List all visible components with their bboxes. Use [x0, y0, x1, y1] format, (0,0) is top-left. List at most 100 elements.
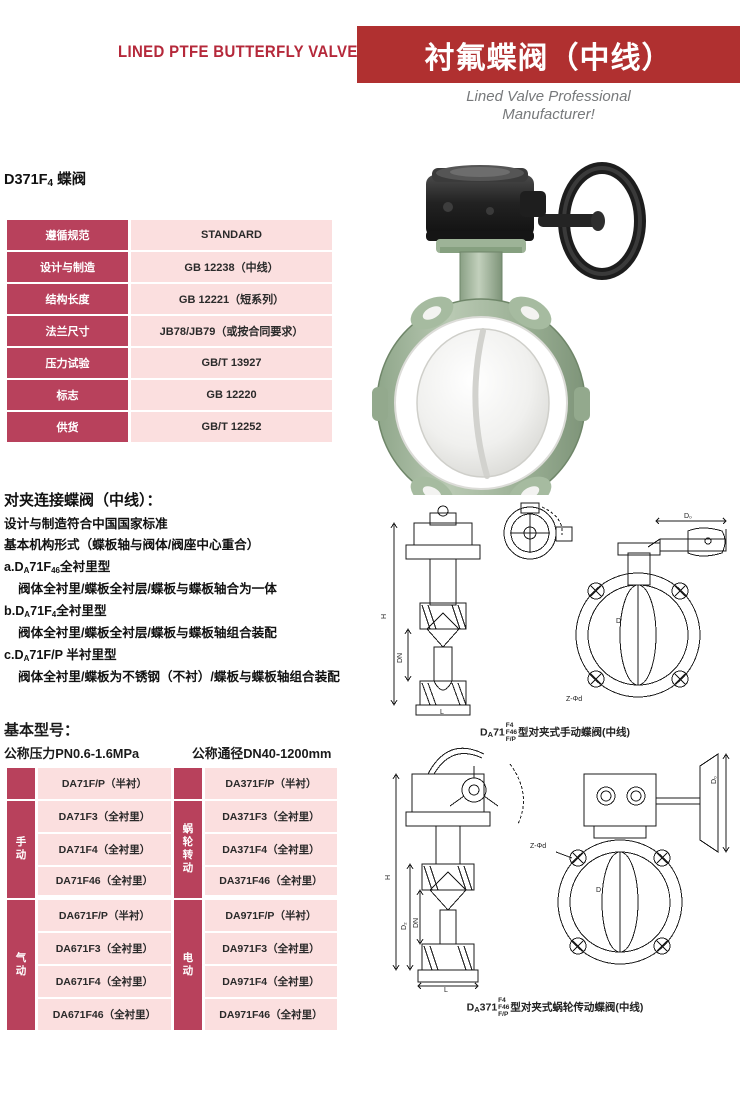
description-item-b-detail: 阀体全衬里/蝶板全衬层/蝶板与蝶板轴组合装配: [18, 626, 277, 640]
table-row: 法兰尺寸 JB78/JB79（或按合同要求）: [7, 316, 332, 346]
model-title-main: D371F: [4, 172, 48, 188]
disc-outline: [416, 328, 550, 478]
model-left: DA671F46（全衬里）: [38, 998, 174, 1032]
dim-label-D: D: [616, 618, 621, 625]
header-tagline: Lined Valve Professional Manufacturer!: [357, 88, 740, 124]
item-b-sub-4: 4: [51, 609, 57, 619]
seat-ring-outline: [394, 316, 568, 490]
dim-label-D0: D₀: [711, 776, 718, 784]
caption-variant-1: F4: [498, 997, 506, 1004]
body-view-worm: [555, 753, 730, 965]
section-view-worm: [392, 747, 524, 990]
caption-sub-a: A: [474, 1005, 480, 1015]
caption-sub-a: A: [487, 730, 494, 740]
spec-value: GB 12238（中线）: [131, 252, 332, 282]
item-a-prefix: a.D: [4, 559, 24, 574]
specification-table: 遵循规范 STANDARD 设计与制造 GB 12238（中线） 结构长度 GB…: [7, 218, 332, 444]
item-c-prefix: c.D: [4, 647, 24, 662]
model-title-subscript: 4: [47, 178, 54, 189]
dim-label-L: L: [440, 709, 444, 716]
category-pneumatic-label: 气动: [15, 951, 27, 977]
spec-value: GB/T 13927: [131, 348, 332, 378]
model-left: DA71F4（全衬里）: [38, 833, 174, 867]
item-a-sub-46: 46: [51, 565, 60, 575]
category-pneumatic: 气动: [7, 899, 38, 1032]
product-model-title: D371F4 蝶阀: [4, 168, 370, 189]
caption-prefix: D: [480, 726, 488, 739]
dim-label-Zd: Z-Φd: [530, 843, 546, 850]
header-english-title: LINED PTFE BUTTERFLY VALVE: [118, 42, 358, 61]
caption-variant-3: F/P: [505, 736, 516, 743]
dim-label-DN: DN: [413, 918, 420, 928]
caption-variant-1: F4: [505, 722, 514, 729]
valve-disc: [417, 329, 549, 477]
category-electric: 电动: [173, 899, 205, 1032]
dim-label-D2: D₂: [401, 922, 408, 930]
worm-gear-valve-drawing: H D₂ DN L D D₀ Z-Φd: [385, 747, 730, 994]
model-right: DA971F4（全衬里）: [204, 965, 337, 999]
drawing-dimension-labels-worm: H D₂ DN L D D₀ Z-Φd: [385, 776, 718, 994]
manual-valve-drawing: H DN D D₀ Z-Φd L: [381, 502, 727, 716]
table-row: 设计与制造 GB 12238（中线）: [7, 252, 332, 282]
item-a-mid: 71F: [29, 559, 52, 574]
spec-value: STANDARD: [131, 220, 332, 250]
spec-label: 法兰尺寸: [7, 316, 131, 346]
item-c-sub-a: A: [23, 653, 30, 663]
item-b-prefix: b.D: [4, 603, 25, 618]
table-row: DA71F/P（半衬） DA371F/P（半衬）: [7, 767, 337, 801]
spec-label: 供货: [7, 412, 131, 442]
dim-label-D: D: [596, 887, 601, 894]
caption-mid: 71: [493, 726, 505, 739]
description-heading: 对夹连接蝶阀（中线）：: [4, 492, 162, 509]
category-manual-spacer: [7, 767, 38, 801]
table-row: DA71F4（全衬里） DA371F4（全衬里）: [7, 833, 337, 867]
spec-label: 标志: [7, 380, 131, 410]
tagline-line-1: Lined Valve Professional: [466, 88, 631, 105]
model-right: DA971F3（全衬里）: [204, 932, 337, 966]
dim-label-H: H: [381, 614, 388, 619]
model-right: DA371F4（全衬里）: [204, 833, 337, 867]
left-column: D371F4 蝶阀 遵循规范 STANDARD 设计与制造 GB 12238（中…: [0, 135, 370, 1032]
model-left: DA71F46（全衬里）: [38, 866, 174, 900]
model-right: DA371F46（全衬里）: [204, 866, 337, 900]
item-b-suffix: 全衬里型: [56, 603, 107, 618]
caption-prefix: D: [466, 1001, 475, 1014]
category-worm-spacer: [173, 767, 205, 801]
handwheel-icon: [538, 162, 646, 280]
model-left: DA671F3（全衬里）: [38, 932, 174, 966]
caption-suffix: 型对夹式手动蝶阀(中线): [517, 726, 630, 739]
model-number-table: DA71F/P（半衬） DA371F/P（半衬） 手动 DA71F3（全衬里） …: [7, 767, 337, 1032]
basic-model-subheading: 公称压力PN0.6-1.6MPa 公称通径DN40-1200mm: [4, 743, 364, 761]
model-right: DA371F3（全衬里）: [204, 800, 337, 834]
table-row: 标志 GB 12220: [7, 380, 332, 410]
header-red-band: 衬氟蝶阀（中线）: [357, 26, 740, 83]
table-row: DA671F4（全衬里） DA971F4（全衬里）: [7, 965, 337, 999]
table-row: DA671F3（全衬里） DA971F3（全衬里）: [7, 932, 337, 966]
category-electric-label: 电动: [182, 951, 194, 977]
caption-mid: 371: [479, 1001, 498, 1014]
page-header: LINED PTFE BUTTERFLY VALVE 衬氟蝶阀（中线） Line…: [0, 0, 740, 135]
table-row: 供货 GB/T 12252: [7, 412, 332, 442]
caption-variant-3: F/P: [498, 1011, 509, 1018]
mounting-flange-shadow: [440, 247, 522, 253]
description-block: 对夹连接蝶阀（中线）： 设计与制造符合中国国家标准 基本机构形式（蝶板轴与阀体/…: [4, 490, 370, 689]
product-photo: [370, 135, 740, 510]
spec-label: 结构长度: [7, 284, 131, 314]
category-manual: 手动: [7, 800, 38, 900]
tagline-line-2: Manufacturer!: [502, 106, 595, 123]
drawing-dimension-labels: H DN D D₀ Z-Φd L: [381, 513, 692, 716]
item-a-sub-a: A: [23, 565, 30, 575]
description-item-c-detail: 阀体全衬里/蝶板为不锈钢（不衬）/蝶板与蝶板轴组合装配: [18, 670, 340, 684]
caption-variant-2: F46: [505, 729, 517, 736]
table-row: DA71F46（全衬里） DA371F46（全衬里）: [7, 866, 337, 900]
description-line-1: 设计与制造符合中国国家标准: [4, 516, 168, 531]
dim-label-DN: DN: [397, 653, 404, 663]
spec-label: 压力试验: [7, 348, 131, 378]
description-item-c: c.DA71F/P 半衬里型: [4, 645, 370, 668]
plan-view-manual: [503, 502, 573, 560]
spec-value: GB/T 12252: [131, 412, 332, 442]
spec-label: 遵循规范: [7, 220, 131, 250]
